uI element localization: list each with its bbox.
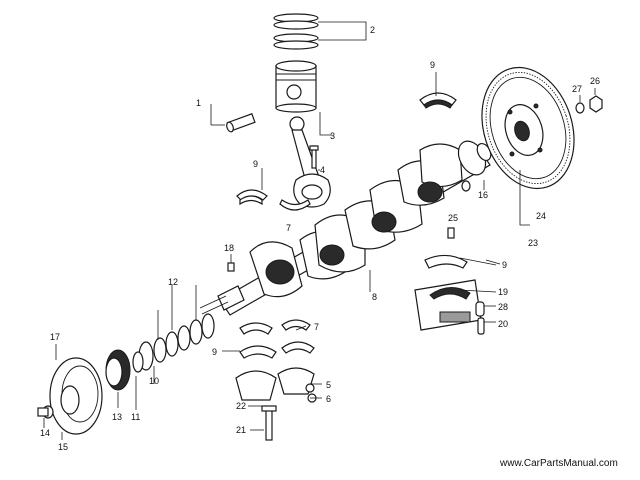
callout-3: 3 bbox=[330, 131, 335, 141]
oil-slinger[interactable] bbox=[132, 341, 154, 373]
leader-lines bbox=[43, 21, 596, 440]
flywheel-washer[interactable] bbox=[575, 102, 585, 114]
flywheel-bolt[interactable] bbox=[589, 95, 603, 113]
rod-bearing-lower[interactable] bbox=[279, 199, 311, 211]
flywheel[interactable] bbox=[467, 55, 589, 200]
side-seal[interactable] bbox=[475, 301, 485, 317]
rod-bearing-upper[interactable] bbox=[236, 189, 268, 206]
callout-26: 26 bbox=[590, 76, 600, 86]
crank-sprocket[interactable] bbox=[105, 349, 131, 391]
callout-9d: 9 bbox=[212, 347, 217, 357]
cap-washers[interactable] bbox=[305, 383, 317, 403]
callout-8: 8 bbox=[372, 292, 377, 302]
dowel-pin[interactable] bbox=[447, 227, 455, 239]
callout-14: 14 bbox=[40, 428, 50, 438]
piston-pin[interactable] bbox=[225, 113, 256, 133]
callout-24: 24 bbox=[536, 211, 546, 221]
callout-labels: 1 2 3 4 5 6 7 7 8 9 9 9 9 10 11 12 13 14… bbox=[40, 25, 600, 452]
callout-9a: 9 bbox=[253, 159, 258, 169]
woodruff-key[interactable] bbox=[227, 262, 235, 272]
callout-21: 21 bbox=[236, 425, 246, 435]
crank-pulley[interactable] bbox=[49, 357, 103, 435]
callout-6: 6 bbox=[326, 394, 331, 404]
thrust-washers[interactable] bbox=[153, 313, 215, 363]
callout-16: 16 bbox=[478, 190, 488, 200]
callout-11: 11 bbox=[131, 412, 140, 422]
callout-5: 5 bbox=[326, 380, 331, 390]
rear-main-bearing-cap[interactable] bbox=[414, 254, 482, 331]
callout-13: 13 bbox=[112, 412, 122, 422]
connecting-rod[interactable] bbox=[289, 116, 331, 208]
rod-bolt[interactable] bbox=[309, 145, 319, 169]
callout-17: 17 bbox=[50, 332, 60, 342]
callout-12: 12 bbox=[168, 277, 178, 287]
crankshaft[interactable] bbox=[199, 136, 494, 316]
callout-7b: 7 bbox=[314, 322, 319, 332]
main-bearing-upper[interactable] bbox=[419, 92, 457, 109]
main-bearing-cap[interactable] bbox=[235, 367, 315, 401]
callout-28: 28 bbox=[498, 302, 508, 312]
callout-15: 15 bbox=[58, 442, 68, 452]
callout-1: 1 bbox=[196, 98, 201, 108]
callout-23: 23 bbox=[528, 238, 538, 248]
pilot-bushing[interactable] bbox=[461, 180, 471, 192]
pulley-bolt[interactable] bbox=[37, 405, 54, 419]
rear-seal[interactable] bbox=[477, 317, 485, 335]
callout-25: 25 bbox=[448, 213, 458, 223]
callout-22: 22 bbox=[236, 401, 246, 411]
callout-27: 27 bbox=[572, 84, 582, 94]
callout-10: 10 bbox=[149, 376, 159, 386]
callout-18: 18 bbox=[224, 243, 234, 253]
watermark-text: www.CarPartsManual.com bbox=[499, 458, 618, 469]
callout-20: 20 bbox=[498, 319, 508, 329]
piston[interactable] bbox=[275, 60, 317, 113]
main-cap-bolt[interactable] bbox=[261, 405, 277, 441]
callout-9c: 9 bbox=[502, 260, 507, 270]
callout-7a: 7 bbox=[286, 223, 291, 233]
callout-9b: 9 bbox=[430, 60, 435, 70]
callout-19: 19 bbox=[498, 287, 508, 297]
main-bearing-lower[interactable] bbox=[239, 319, 315, 359]
callout-4: 4 bbox=[320, 165, 325, 175]
callout-2: 2 bbox=[370, 25, 375, 35]
piston-rings[interactable] bbox=[273, 13, 319, 50]
